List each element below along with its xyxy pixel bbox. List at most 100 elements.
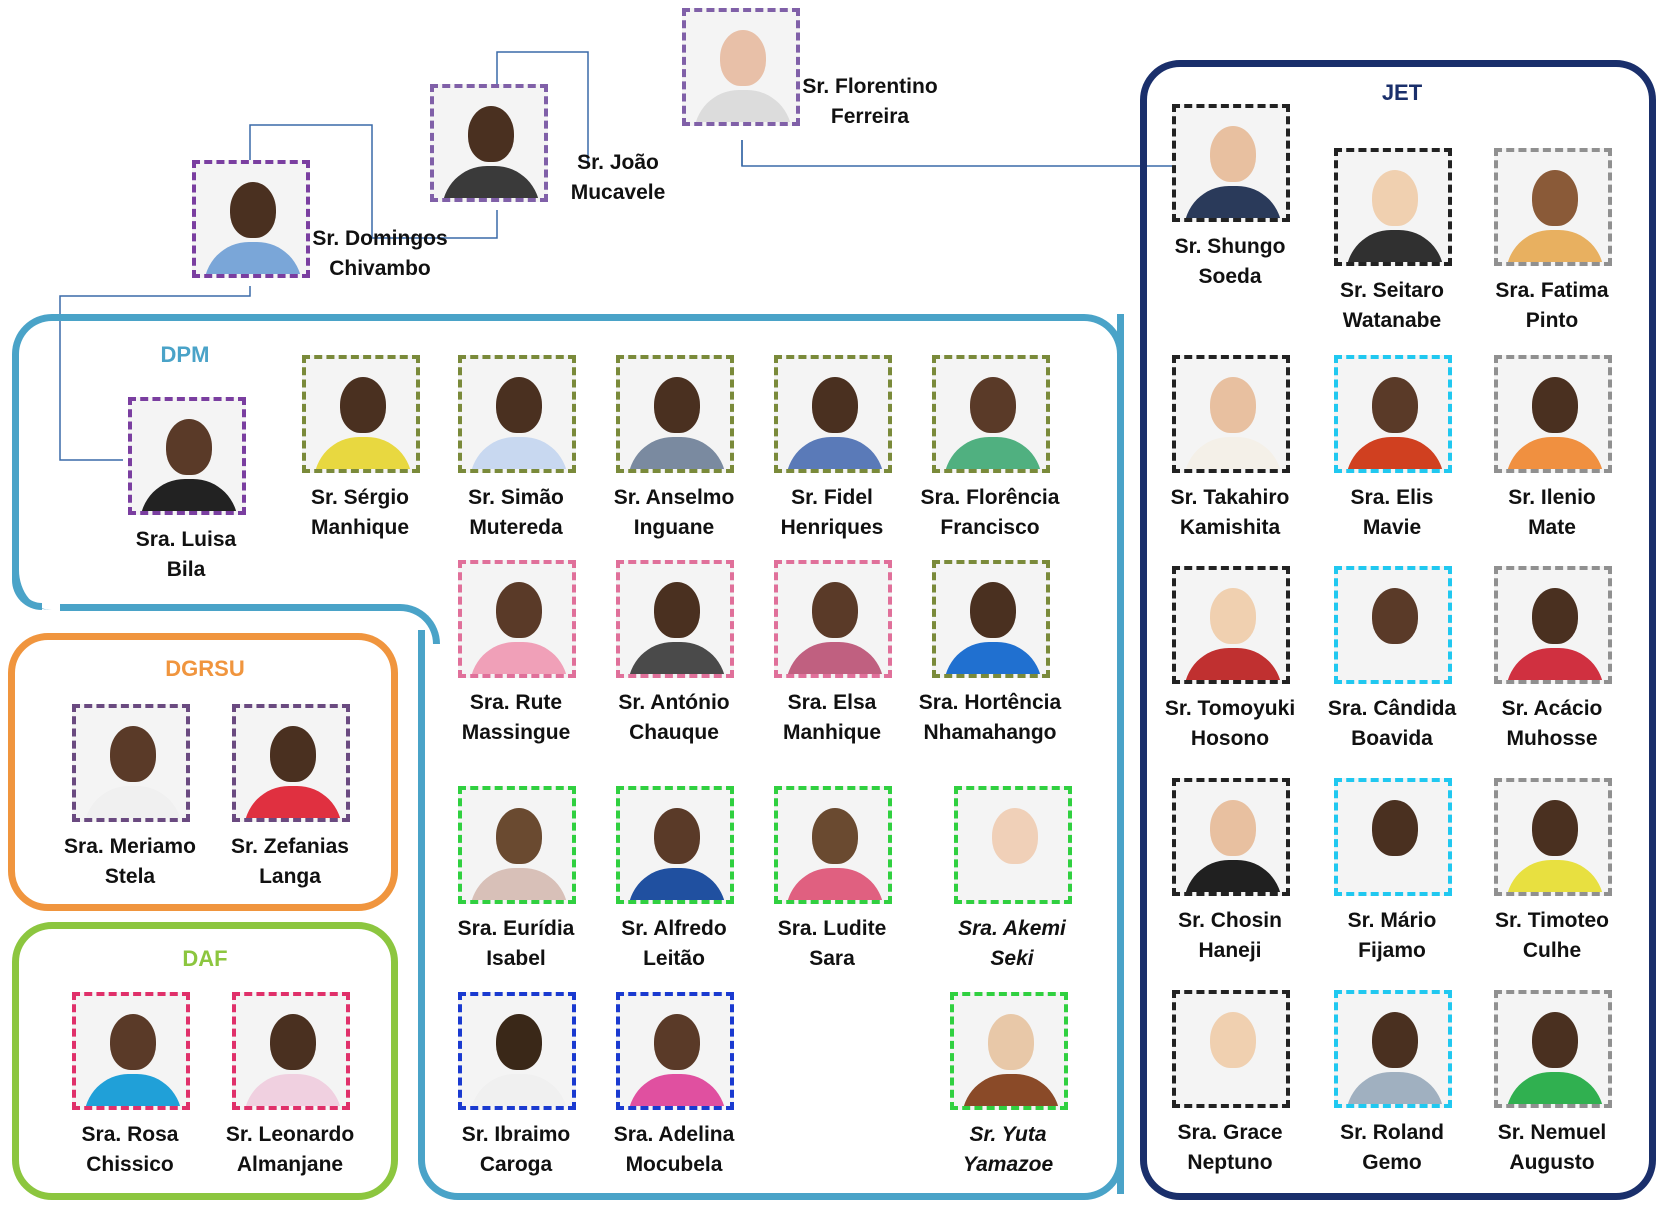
name-line-1: Sr. Fidel xyxy=(791,486,873,509)
portrait-shoulders xyxy=(1506,648,1604,680)
portrait-head xyxy=(496,808,542,864)
portrait-shoulders xyxy=(786,437,884,469)
name-line-1: Sr. Leonardo xyxy=(225,1123,355,1146)
portrait-head xyxy=(166,419,212,475)
name-line-1: Sr. Takahiro xyxy=(1170,486,1290,509)
portrait-shoulders xyxy=(470,642,568,674)
portrait-photo xyxy=(1494,355,1612,473)
portrait-shoulders xyxy=(786,642,884,674)
portrait-head xyxy=(1372,588,1418,644)
name-line-2: Caroga xyxy=(479,1153,553,1176)
portrait-photo xyxy=(458,786,576,904)
portrait-head xyxy=(1210,126,1256,182)
name-line-2: Chissico xyxy=(86,1153,174,1176)
name-line-1: Sra. Rosa xyxy=(81,1123,179,1146)
name-line-2: Boavida xyxy=(1351,727,1433,750)
dpm-frame-right xyxy=(1086,314,1124,1194)
name-line-2: Gemo xyxy=(1362,1151,1422,1174)
portrait-shoulders xyxy=(944,642,1042,674)
name-line-2: Augusto xyxy=(1509,1151,1595,1174)
portrait-shoulders xyxy=(314,437,412,469)
portrait-shoulders xyxy=(1346,648,1444,680)
name-line-2: Massingue xyxy=(461,721,571,744)
portrait-photo xyxy=(954,786,1072,904)
portrait-head xyxy=(496,377,542,433)
portrait-photo xyxy=(302,355,420,473)
name-line-1: Sr. Domingos xyxy=(312,227,448,250)
portrait-shoulders xyxy=(1346,860,1444,892)
portrait-photo xyxy=(1172,355,1290,473)
name-line-2: Kamishita xyxy=(1179,516,1281,539)
name-line-1: Sr. Tomoyuki xyxy=(1164,697,1296,720)
name-line-1: Sr. Yuta xyxy=(969,1123,1047,1146)
name-line-1: Sr. Chosin xyxy=(1178,909,1282,932)
portrait-photo xyxy=(1172,566,1290,684)
name-line-2: Mucavele xyxy=(570,181,666,204)
dpm-title: DPM xyxy=(160,342,210,367)
portrait-shoulders xyxy=(1184,186,1282,218)
name-line-2: Ferreira xyxy=(830,105,910,128)
portrait-shoulders xyxy=(1506,230,1604,262)
name-line-1: Sra. Hortência xyxy=(918,691,1062,714)
portrait-shoulders xyxy=(470,868,568,900)
portrait-shoulders xyxy=(470,1074,568,1106)
portrait-photo xyxy=(232,992,350,1110)
name-line-1: Sr. António xyxy=(618,691,730,714)
portrait-photo xyxy=(774,560,892,678)
portrait-head xyxy=(110,1014,156,1070)
name-line-1: Sra. Akemi xyxy=(958,917,1066,940)
portrait-head xyxy=(654,808,700,864)
name-line-2: Chauque xyxy=(629,721,719,744)
portrait-photo xyxy=(1494,990,1612,1108)
portrait-head xyxy=(468,106,514,162)
name-line-1: Sr. Ibraimo xyxy=(461,1123,571,1146)
portrait-head xyxy=(970,377,1016,433)
portrait-head xyxy=(270,1014,316,1070)
name-line-2: Seki xyxy=(990,947,1034,970)
portrait-head xyxy=(1532,800,1578,856)
name-line-1: Sr. Timoteo xyxy=(1495,909,1609,932)
connector-domingos-to-luisa xyxy=(59,286,251,461)
name-line-1: Sra. Meriamo xyxy=(64,835,196,858)
name-line-2: Inguane xyxy=(633,516,715,539)
name-line-2: Mavie xyxy=(1362,516,1422,539)
name-line-1: Sra. Adelina xyxy=(613,1123,735,1146)
portrait-head xyxy=(654,582,700,638)
portrait-shoulders xyxy=(962,1074,1060,1106)
portrait-photo xyxy=(1334,778,1452,896)
portrait-shoulders xyxy=(944,437,1042,469)
name-line-2: Mocubela xyxy=(625,1153,723,1176)
connector-joao-to-domingos xyxy=(249,124,498,239)
name-line-1: Sr. Nemuel xyxy=(1497,1121,1607,1144)
